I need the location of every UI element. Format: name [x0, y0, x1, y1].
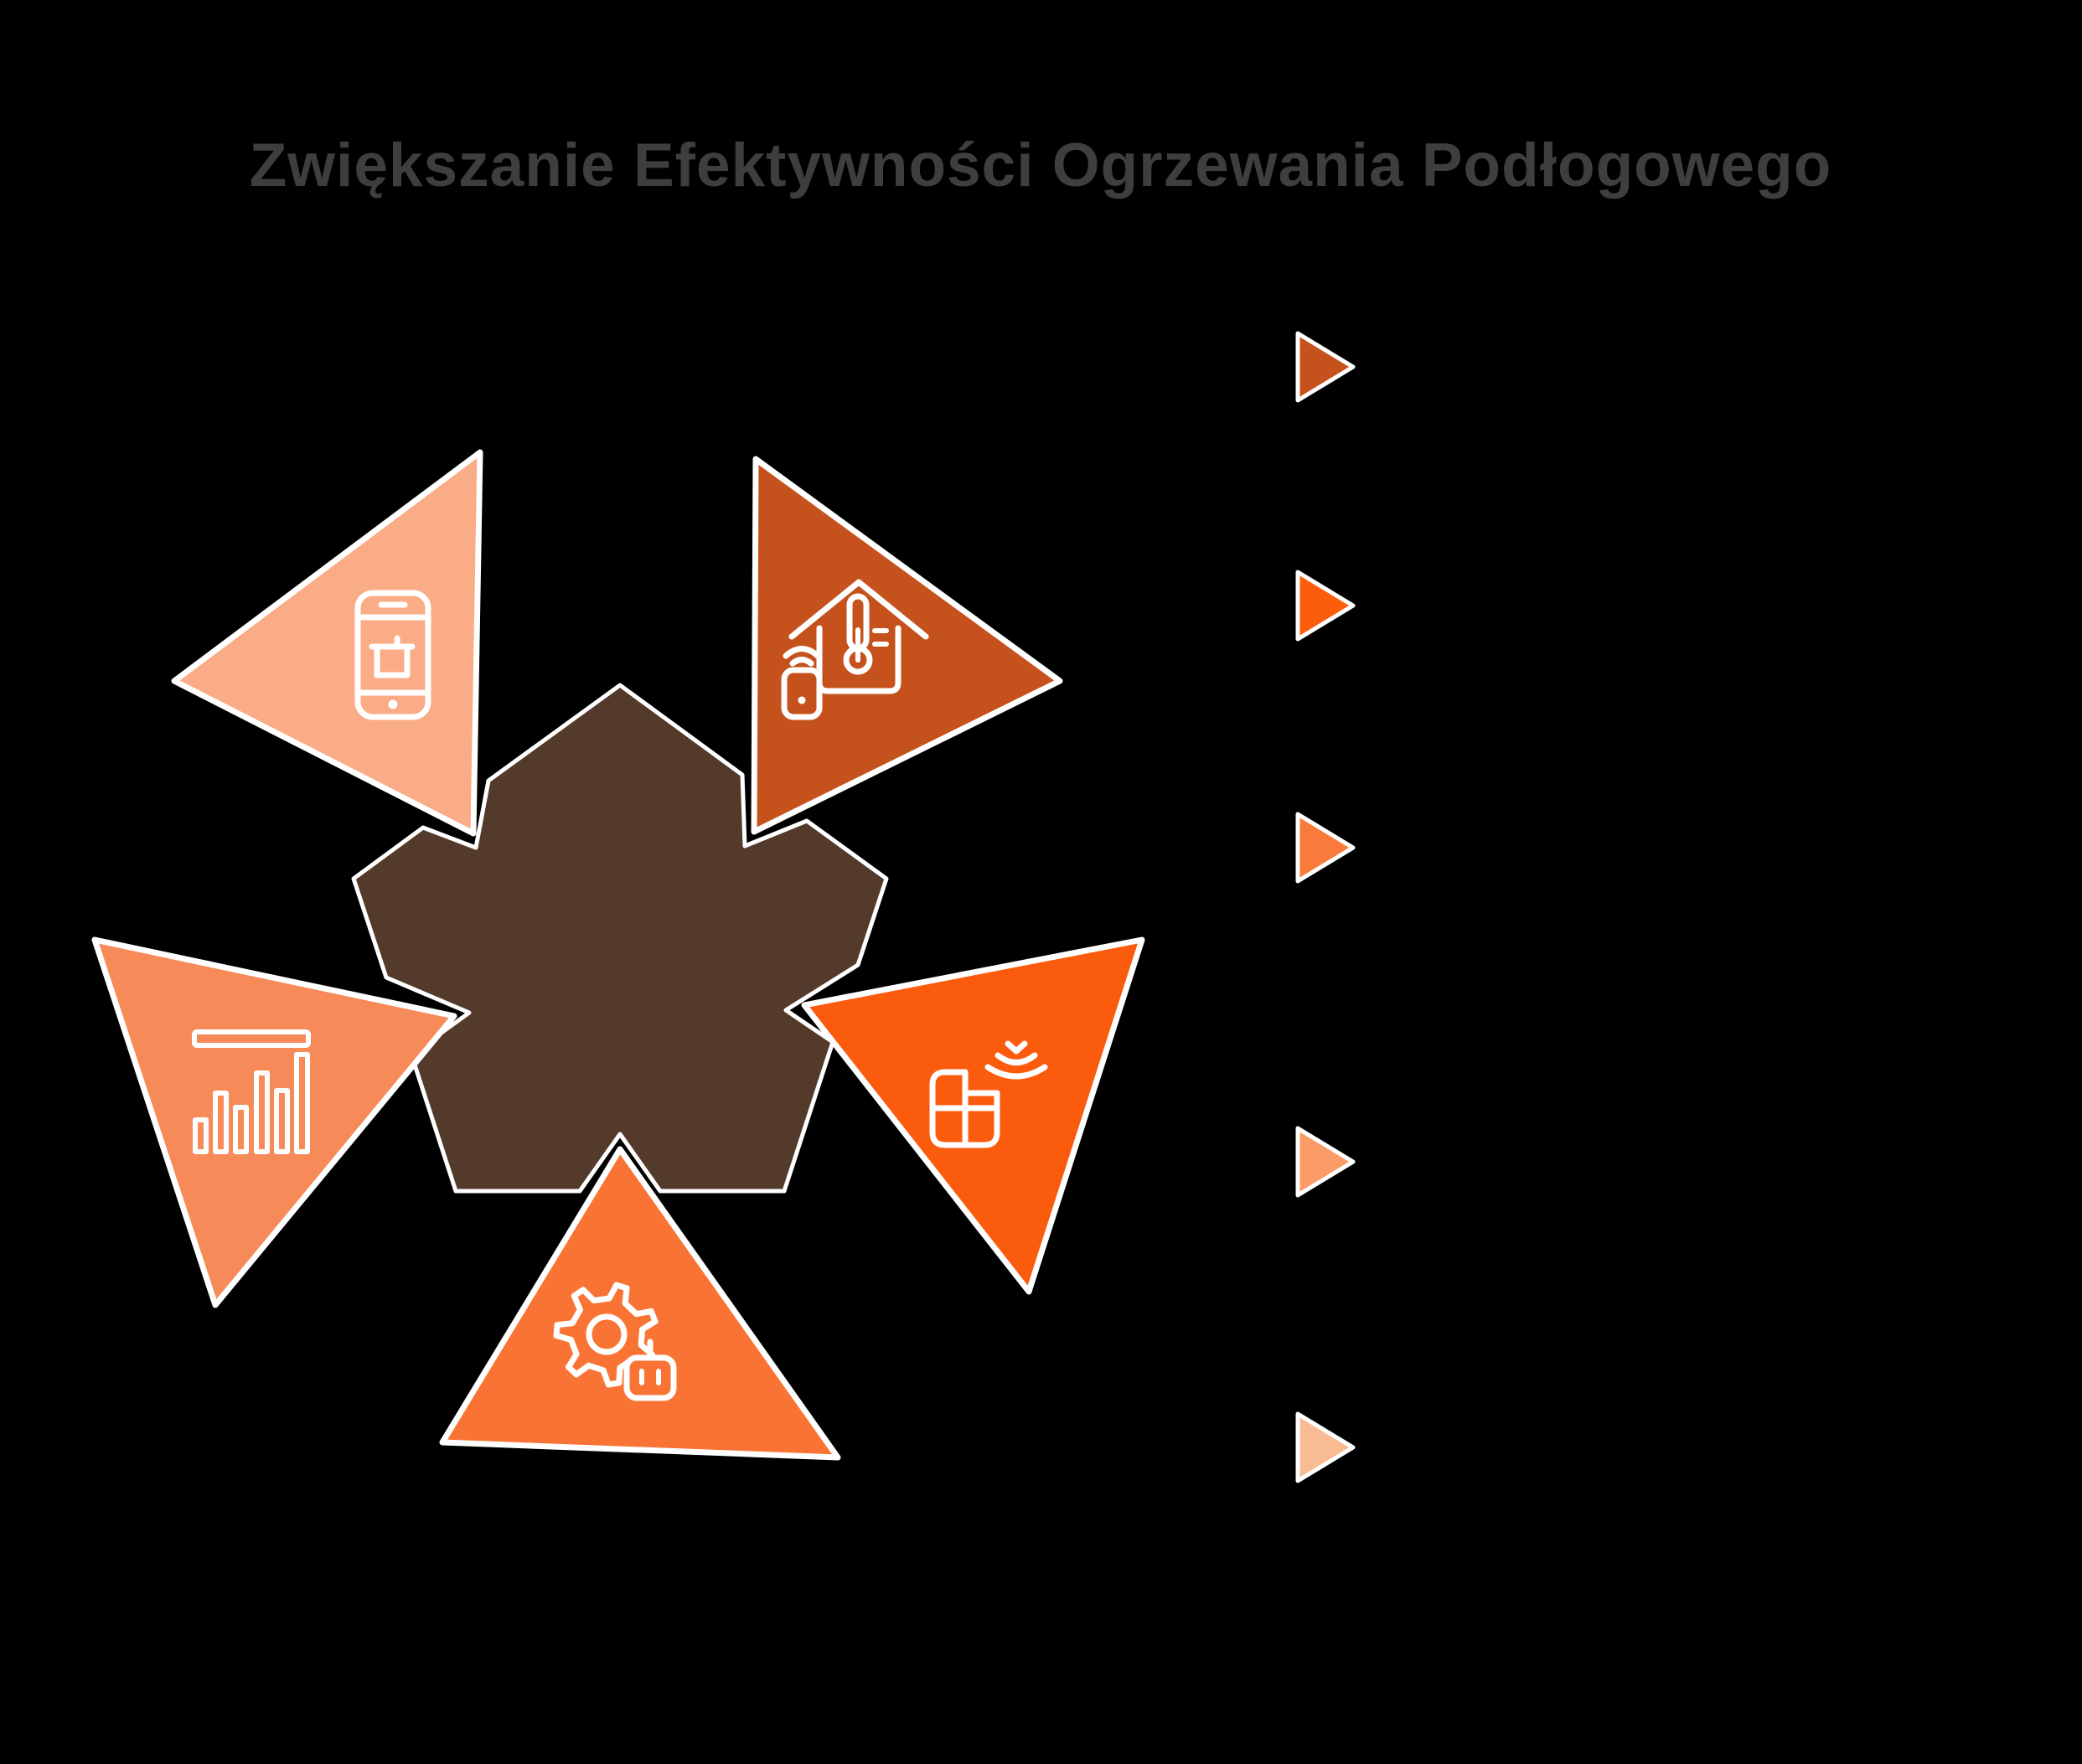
segment-right [801, 936, 1145, 1295]
center-pentagon [351, 683, 889, 1194]
legend-bullet-icon [1295, 570, 1356, 642]
bar-chart-icon [192, 1029, 311, 1154]
segment-bottom-triangle [439, 1146, 841, 1461]
smart-home-thermostat-icon [781, 579, 929, 720]
segment-top-right-triangle [751, 456, 1063, 835]
legend [1295, 331, 1356, 1483]
legend-bullet-icon [1295, 1126, 1356, 1198]
remote-control-icon [781, 667, 823, 720]
gear-robot-icon [553, 1282, 677, 1401]
segment-top-left [171, 449, 483, 837]
segment-right-triangle [801, 936, 1145, 1295]
legend-bullet-icon [1295, 1411, 1356, 1483]
robot-head-icon [623, 1354, 677, 1401]
wifi-waves-icon [783, 646, 821, 659]
segment-left [91, 936, 457, 1308]
page-title: Zwiększanie Efektywności Ogrzewania Podł… [250, 132, 1832, 199]
smartphone-app-icon [354, 590, 431, 720]
segment-top-left-triangle [171, 449, 483, 837]
floor-tiles-signal-icon [929, 1040, 1048, 1148]
segment-bottom [439, 1146, 841, 1461]
signal-waves-icon [1005, 1040, 1028, 1055]
segment-top-right [751, 456, 1063, 835]
legend-bullet-icon [1295, 812, 1356, 884]
legend-bullet-icon [1295, 331, 1356, 403]
